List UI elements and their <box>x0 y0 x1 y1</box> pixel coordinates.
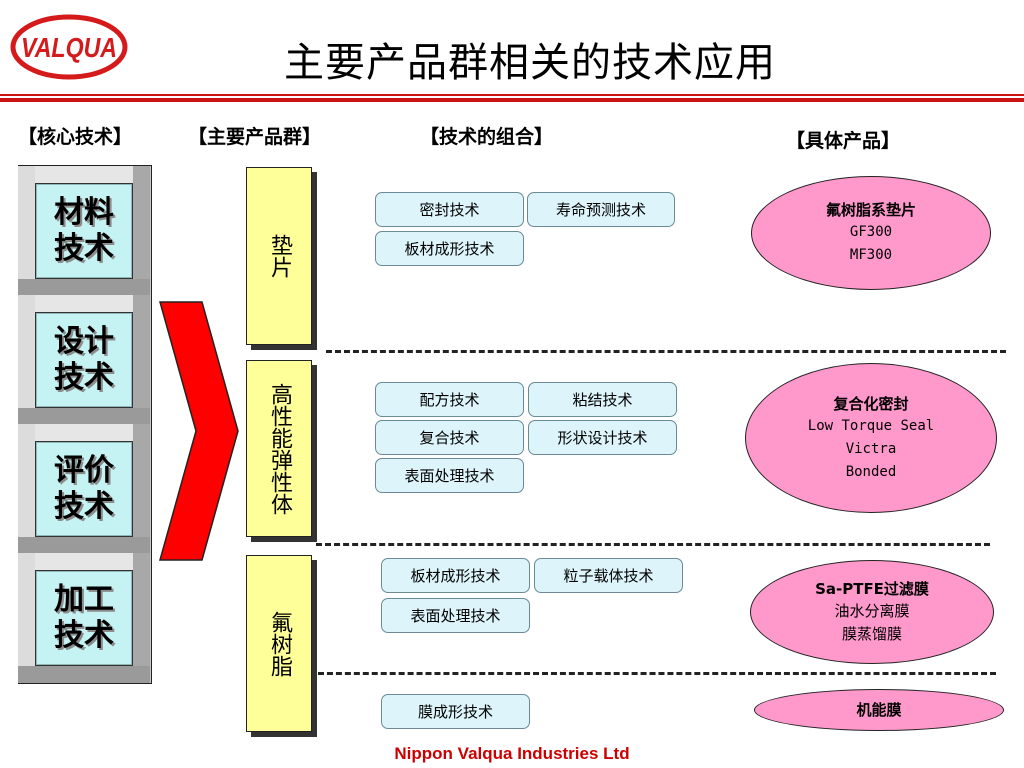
technique-surface-treatment: 表面处理技术 <box>381 598 530 633</box>
product-fluororesin-gasket: 氟树脂系垫片 GF300 MF300 <box>751 176 991 290</box>
technique-life-prediction: 寿命预测技术 <box>527 192 675 227</box>
title-divider-thick <box>0 98 1024 102</box>
page-title: 主要产品群相关的技术应用 <box>284 40 776 86</box>
technique-surface-treatment: 表面处理技术 <box>375 458 524 493</box>
technique-bonding: 粘结技术 <box>528 382 677 417</box>
title-divider-thin <box>0 94 1024 96</box>
product-group-fluororesin: 氟树脂 <box>246 555 312 732</box>
product-sa-ptfe-filter: Sa-PTFE过滤膜 油水分离膜 膜蒸馏膜 <box>750 560 994 664</box>
product-group-label: 高性能弹性体 <box>267 382 292 515</box>
product-group-elastomer: 高性能弹性体 <box>246 360 312 537</box>
row-divider <box>318 672 996 675</box>
core-tech-cell: 材料 技术 <box>18 166 150 296</box>
header-product-groups: 【主要产品群】 <box>188 126 322 148</box>
product-name: 氟树脂系垫片 <box>825 201 916 219</box>
technique-shape-design: 形状设计技术 <box>528 420 677 455</box>
product-model: Victra <box>845 440 897 457</box>
core-tech-processing: 加工 技术 <box>35 570 133 666</box>
chevron-right-arrow <box>159 301 239 561</box>
technique-sealing: 密封技术 <box>375 192 524 227</box>
technique-formulation: 配方技术 <box>375 382 524 417</box>
core-tech-cell: 加工 技术 <box>18 553 150 683</box>
product-name: Sa-PTFE过滤膜 <box>815 580 929 598</box>
header-core-tech: 【核心技术】 <box>18 126 133 148</box>
product-group-gasket: 垫片 <box>246 167 312 345</box>
product-model: MF300 <box>849 247 893 263</box>
header-specific-products: 【具体产品】 <box>786 130 901 152</box>
valqua-logo: VALQUA <box>10 14 128 80</box>
product-group-label: 氟树脂 <box>267 610 292 677</box>
core-tech-evaluation: 评价 技术 <box>35 441 133 537</box>
product-model: 膜蒸馏膜 <box>841 625 902 643</box>
logo-text: VALQUA <box>21 32 117 63</box>
technique-composite: 复合技术 <box>375 420 524 455</box>
product-model: Bonded <box>845 463 897 480</box>
footer-company: Nippon Valqua Industries Ltd <box>394 744 630 763</box>
technique-sheet-forming: 板材成形技术 <box>381 558 530 593</box>
core-tech-cell: 评价 技术 <box>18 424 150 554</box>
row-divider <box>326 350 1006 353</box>
product-group-label: 垫片 <box>267 234 292 278</box>
technique-particle-carrier: 粒子载体技术 <box>534 558 683 593</box>
core-tech-material: 材料 技术 <box>35 183 133 279</box>
technique-membrane-forming: 膜成形技术 <box>381 694 530 729</box>
core-tech-cell: 设计 技术 <box>18 295 150 425</box>
row-divider <box>316 543 990 546</box>
product-name: 机能膜 <box>856 701 902 719</box>
product-model: 油水分离膜 <box>834 602 910 620</box>
technique-sheet-forming: 板材成形技术 <box>375 231 524 266</box>
product-name: 复合化密封 <box>833 394 909 413</box>
product-functional-membrane: 机能膜 <box>754 689 1004 731</box>
core-tech-design: 设计 技术 <box>35 312 133 408</box>
header-tech-combination: 【技术的组合】 <box>420 126 554 148</box>
product-model: GF300 <box>849 224 893 240</box>
product-composite-seal: 复合化密封 Low Torque Seal Victra Bonded <box>745 363 997 513</box>
product-model: Low Torque Seal <box>807 417 935 434</box>
